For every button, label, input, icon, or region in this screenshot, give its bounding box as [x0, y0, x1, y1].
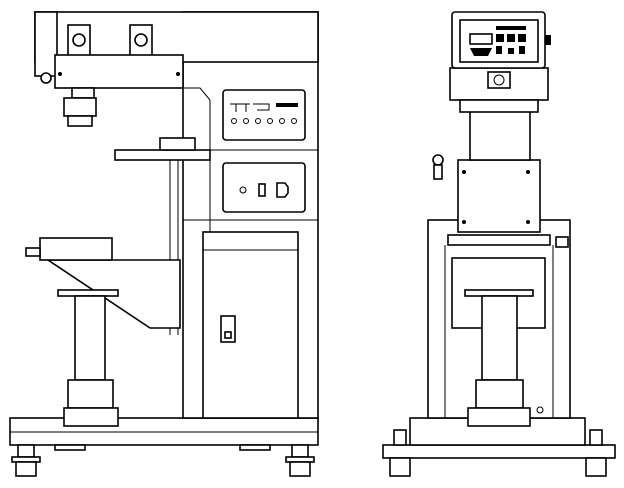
cylinder-box: [54, 54, 184, 89]
pedestal: [74, 295, 106, 381]
work-table: [39, 237, 113, 261]
foot-left: [11, 444, 41, 477]
cabinet-door: [202, 231, 299, 419]
foot-right: [285, 444, 315, 477]
front-base-plate: [382, 444, 616, 459]
front-pedestal: [481, 295, 518, 381]
front-foot-right: [585, 429, 607, 477]
front-table: [447, 234, 551, 246]
front-view: [382, 11, 616, 477]
ink-plate: [114, 149, 211, 161]
control-panel: [222, 89, 306, 141]
ink-cup: [159, 137, 196, 151]
side-view: [9, 11, 319, 477]
pad-holder: [63, 97, 97, 117]
front-foot-left: [389, 429, 411, 477]
